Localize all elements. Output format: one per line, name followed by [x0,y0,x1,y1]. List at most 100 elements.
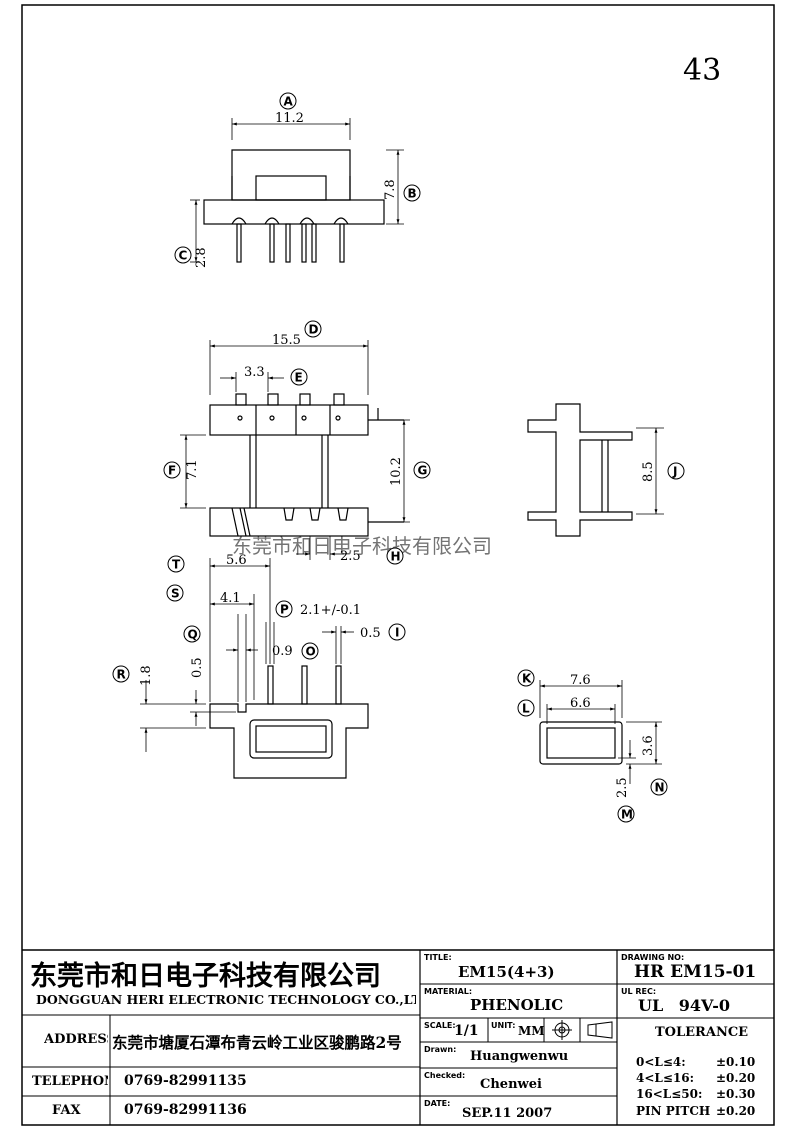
title-label: TITLE: [424,953,452,962]
tolerance-range-4: PIN PITCH [636,1104,711,1118]
dim-t-value: 5.6 [226,553,247,568]
marker-i: I [388,623,406,641]
date-value: SEP.11 2007 [462,1106,553,1121]
ul-rec-label: UL REC: [621,987,657,996]
window-view-dims [539,680,662,784]
tolerance-title: TOLERANCE [655,1025,749,1040]
dim-f-value: 7.1 [185,459,200,480]
top-view-dims [180,340,410,560]
dim-g-value: 10.2 [389,457,404,486]
tolerance-value-4: ±0.20 [716,1104,756,1118]
svg-text:O: O [306,645,316,659]
title-block-grid [22,949,774,1125]
side-view [527,403,633,537]
telephone-label: TELEPHONE [32,1074,108,1089]
scale-label: SCALE: [424,1021,456,1030]
date-label: DATE: [424,1099,451,1108]
tolerance-value-3: ±0.30 [716,1087,756,1101]
marker-j: J [667,462,685,480]
svg-text:R: R [117,668,126,682]
projection-symbol-icon [552,1020,613,1040]
unit-value: MM [518,1024,545,1038]
marker-f: F [163,461,181,479]
material-label: MATERIAL: [424,987,473,996]
dim-a-value: 11.2 [275,111,304,126]
drawn-label: Drawn: [424,1045,457,1054]
svg-text:G: G [418,464,428,478]
address-value: 东莞市塘厦石潭布青云岭工业区骏鹏路2号 [112,1033,402,1052]
svg-text:M: M [621,808,633,822]
dim-s-value: 4.1 [220,591,241,606]
side-view-dims [636,427,664,515]
company-name-cn: 东莞市和日电子科技有限公司 [30,961,381,988]
marker-k: K [517,669,535,687]
title-value: EM15(4+3) [458,963,555,981]
marker-c: C [174,246,192,264]
marker-a: A [279,92,297,110]
dim-m-value: 2.5 [615,777,630,798]
dim-h-value: 2.5 [340,549,361,564]
page-number: 43 [683,53,721,88]
svg-text:L: L [522,702,530,716]
checked-value: Chenwei [480,1077,542,1092]
material-value: PHENOLIC [470,996,564,1014]
marker-b: B [403,184,421,202]
dim-r-value: 1.8 [139,665,154,686]
svg-text:J: J [672,465,677,479]
dim-i-value: 0.5 [360,626,381,641]
marker-t: T [167,555,185,573]
svg-text:C: C [179,249,188,263]
tolerance-range-3: 16<L≤50: [636,1087,703,1101]
drawn-value: Huangwenwu [470,1049,569,1064]
dim-q-value: 0.5 [190,657,205,678]
fax-label: FAX [52,1103,81,1118]
svg-text:K: K [522,672,532,686]
scale-value: 1/1 [454,1023,479,1039]
dim-c-value: 2.8 [194,247,209,268]
svg-text:N: N [655,781,665,795]
marker-n: N [650,778,668,796]
dim-p-value: 2.1+/-0.1 [300,603,361,618]
svg-text:Q: Q [188,628,198,642]
tolerance-value-2: ±0.20 [716,1071,756,1085]
dim-e-value: 3.3 [244,365,265,380]
marker-d: D [304,320,322,338]
marker-m: M [617,805,635,823]
dim-b-value: 7.8 [383,179,398,200]
tolerance-range-1: 0<L≤4: [636,1055,686,1069]
watermark: 东莞市和日电子科技有限公司 [232,534,492,558]
section-view [209,665,369,779]
fax-value: 0769-82991136 [124,1102,247,1118]
tolerance-range-2: 4<L≤16: [636,1071,695,1085]
front-view [203,149,385,263]
dim-n-value: 3.6 [641,735,656,756]
dim-o-value: 0.9 [272,644,293,659]
sheet-border [21,4,775,1126]
marker-h: H [386,547,404,565]
tolerance-value-1: ±0.10 [716,1055,756,1069]
svg-text:E: E [295,371,303,385]
svg-text:A: A [284,95,294,109]
svg-text:D: D [309,323,319,337]
svg-text:B: B [408,187,417,201]
marker-o: O [301,642,319,660]
marker-q: Q [183,625,201,643]
dim-d-value: 15.5 [272,333,301,348]
dim-k-value: 7.6 [570,673,591,688]
address-label: ADDRESS [44,1032,108,1047]
svg-text:F: F [168,464,176,478]
dim-j-value: 8.5 [641,461,656,482]
svg-text:I: I [395,626,399,640]
svg-text:S: S [171,587,180,601]
marker-e: E [290,368,308,386]
svg-text:P: P [280,603,289,617]
drawing-no-label: DRAWING NO: [621,953,685,962]
top-view [209,393,404,537]
unit-label: UNIT: [491,1021,516,1030]
marker-s: S [166,584,184,602]
checked-label: Checked: [424,1071,466,1080]
dim-l-value: 6.6 [570,696,591,711]
marker-r: R [112,665,130,683]
svg-text:T: T [172,558,181,572]
